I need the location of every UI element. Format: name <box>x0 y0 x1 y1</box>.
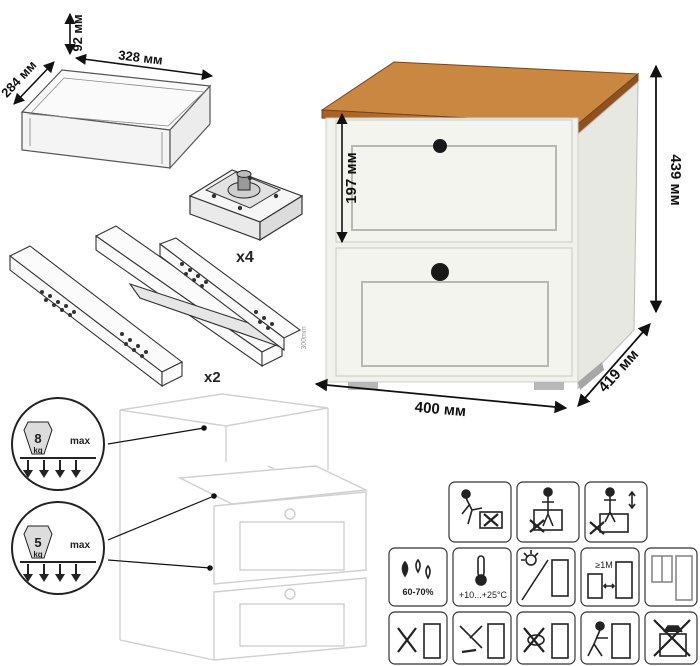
load-top-label: max <box>70 436 90 447</box>
load-leader-drawer-1 <box>107 495 215 541</box>
load-top-unit: kg <box>33 446 42 455</box>
total-width-label: 400 мм <box>414 399 467 420</box>
load-badge-top: 8 kg max <box>11 397 105 491</box>
drawer-depth-label: 284 мм <box>0 58 39 101</box>
load-drawer-value: 5 <box>34 535 41 550</box>
total-depth-arrow <box>577 323 651 407</box>
total-height-label: 439 мм <box>667 154 684 205</box>
load-leader-top <box>107 427 205 445</box>
drawer-height-label: 92 мм <box>70 14 85 51</box>
load-leader-drawer-2 <box>107 559 211 569</box>
distance-label: ≥1M <box>595 560 612 570</box>
humidity-label: 60-70% <box>402 587 433 597</box>
drawer-width-arrow <box>74 53 214 81</box>
load-point-top <box>201 425 207 431</box>
load-top-value: 8 <box>34 431 41 446</box>
drawer-box-diagram <box>20 69 212 170</box>
window-ventilation-icon <box>644 547 698 607</box>
drawer-depth-arrow <box>13 61 55 105</box>
no-chemicals-icon <box>452 611 512 665</box>
load-point-drawer-2 <box>207 565 213 571</box>
drawer-knob-bottom <box>431 263 449 281</box>
load-drawer-unit: kg <box>33 550 42 559</box>
no-wet-cleaning-icon <box>388 611 448 665</box>
nightstand-product <box>320 61 640 390</box>
no-sunlight-icon <box>516 547 576 607</box>
drawer-width-label: 328 мм <box>118 47 164 67</box>
slide-holes <box>40 262 274 358</box>
no-abrasive-icon <box>516 611 576 665</box>
care-icon-glyphs <box>397 487 693 659</box>
no-hanging-icon <box>584 481 648 543</box>
total-width-arrow <box>314 378 568 414</box>
slide-length-label: 300mm <box>301 326 308 350</box>
drawer-knob-top <box>433 139 447 153</box>
drawer-slides-diagram <box>8 225 302 388</box>
slides-quantity: x2 <box>204 369 221 386</box>
adjustable-foot-diagram <box>188 169 304 242</box>
feet-quantity: x4 <box>236 249 254 266</box>
load-point-drawer-1 <box>211 493 217 499</box>
load-badge-drawer: 5 kg max <box>11 501 105 595</box>
load-diagram-nightstand <box>119 393 369 661</box>
front-height-label: 197 мм <box>343 152 360 203</box>
temperature-label: +10...+25°C <box>459 590 508 600</box>
humidity-icon <box>388 547 448 607</box>
load-drawer-label: max <box>70 540 90 551</box>
